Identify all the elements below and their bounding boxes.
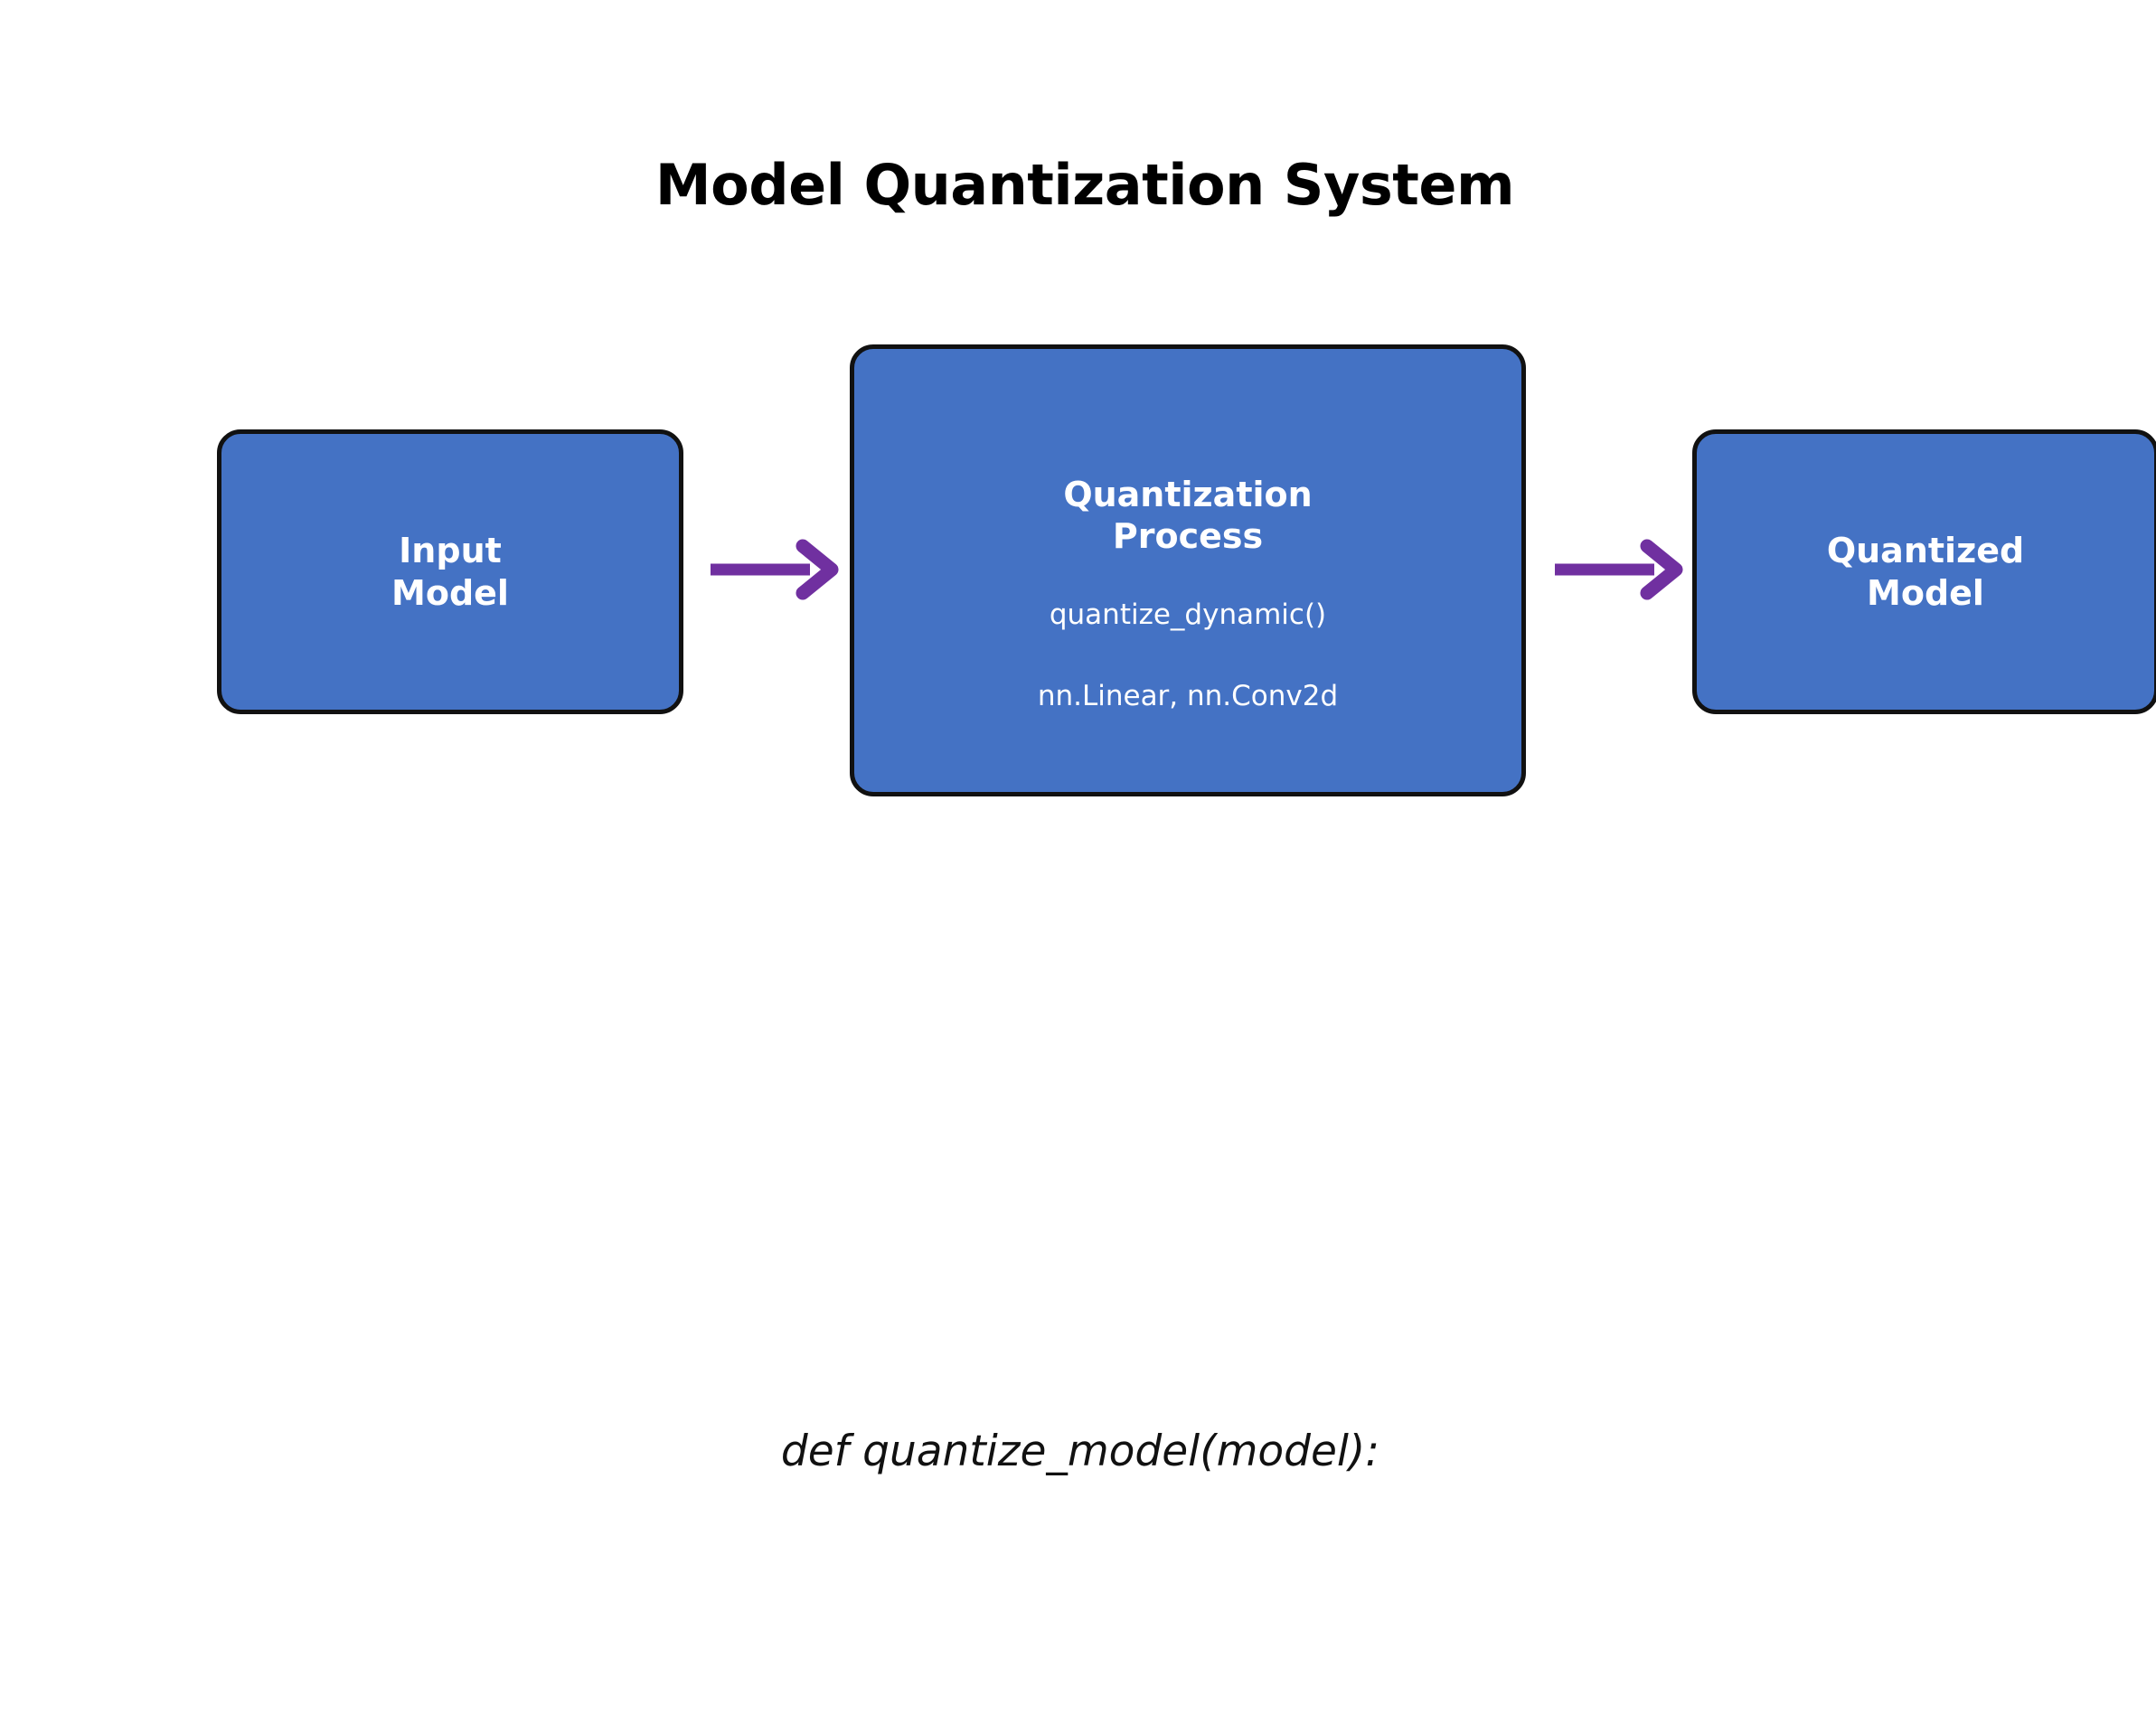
arrow-input-to-process-icon	[709, 535, 850, 604]
arrow-process-to-output-icon	[1553, 535, 1694, 604]
node-quantized-model-label: Quantized Model	[1826, 531, 2025, 613]
diagram-caption: def quantize_model(model):	[780, 1427, 1380, 1476]
node-quantization-process-sub-function: quantize_dynamic()	[1049, 598, 1327, 631]
node-input-model-label: Input Model	[391, 531, 509, 613]
node-quantization-process-sub-modules: nn.Linear, nn.Conv2d	[1037, 680, 1339, 713]
node-input-model[interactable]: Input Model	[217, 429, 683, 714]
page-title: Model Quantization System	[654, 152, 1515, 218]
node-quantization-process-label: Quantization Process	[1063, 475, 1313, 557]
node-quantized-model[interactable]: Quantized Model	[1692, 429, 2156, 714]
node-quantization-process[interactable]: Quantization Process quantize_dynamic() …	[850, 344, 1526, 796]
